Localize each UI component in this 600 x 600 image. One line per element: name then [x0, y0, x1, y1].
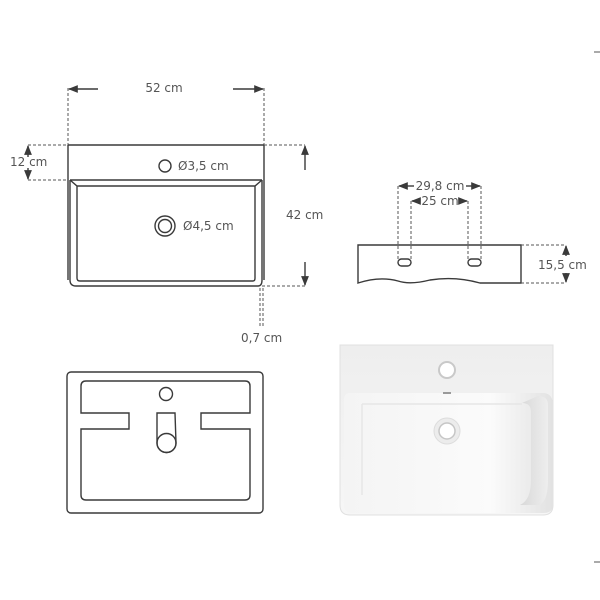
wall-thickness-label: 0,7 cm	[241, 331, 282, 345]
photo-bowl	[344, 393, 553, 513]
tap-hole-label: Ø3,5 cm	[178, 159, 229, 173]
inner-spacing-label: 25 cm	[421, 194, 458, 208]
photo-tap-hole-icon	[438, 361, 456, 379]
photo-drain-icon	[438, 422, 456, 440]
side-hole-right-icon	[467, 258, 482, 267]
drain-label: Ø4,5 cm	[183, 219, 234, 233]
side-profile-outline	[357, 244, 522, 284]
height-label: 15,5 cm	[538, 258, 587, 272]
drain-inner-icon	[157, 218, 173, 234]
photo-bowl-right-wall	[520, 396, 548, 505]
top-view: 52 cm Ø3,5 cm Ø4,5 cm 12 cm 42 cm 0,7 cm	[10, 81, 323, 345]
underside-drain-icon	[156, 432, 177, 454]
width-label: 52 cm	[145, 81, 182, 95]
underside-drain-pipe-icon	[156, 412, 177, 454]
photo-overflow-icon	[443, 392, 451, 394]
tap-hole-icon	[158, 159, 172, 173]
depth-label: 42 cm	[286, 208, 323, 222]
rim-depth-label: 12 cm	[10, 155, 47, 169]
bottom-view	[66, 371, 264, 514]
underside-inner-outline	[80, 380, 251, 501]
drain-outer-icon	[154, 215, 176, 237]
side-view: 29,8 cm 25 cm 15,5 cm	[357, 179, 587, 284]
underside-outer-outline	[66, 371, 264, 514]
basin-outer-outline	[69, 180, 263, 287]
basin-inner-outline	[69, 179, 263, 282]
outer-spacing-label: 29,8 cm	[416, 179, 465, 193]
product-photo	[339, 344, 554, 516]
underside-tap-hole-icon	[158, 386, 174, 402]
side-hole-left-icon	[397, 258, 412, 267]
